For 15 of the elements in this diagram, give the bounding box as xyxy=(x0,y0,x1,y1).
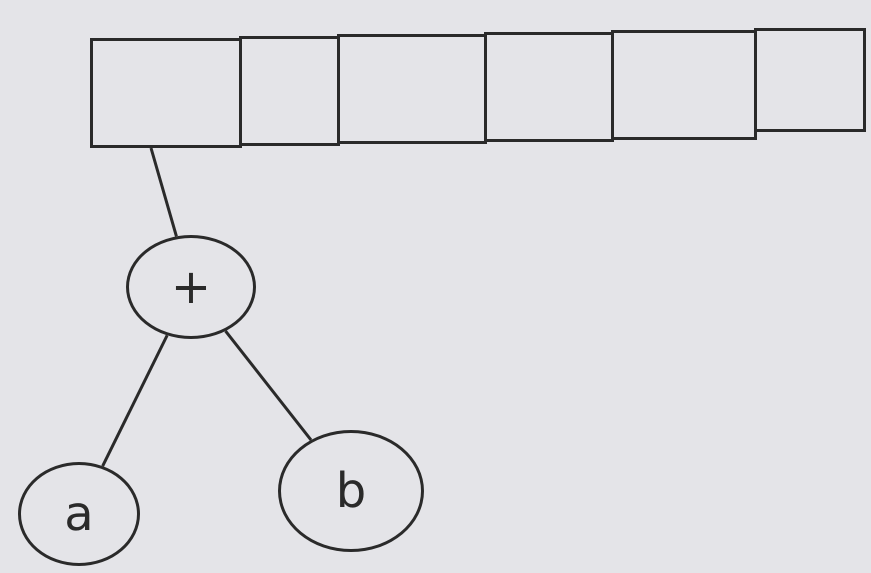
connector-line xyxy=(224,330,312,441)
tree-node-circle xyxy=(18,462,140,566)
node-label: + xyxy=(170,263,212,311)
array-cell xyxy=(754,28,866,132)
array-cell xyxy=(90,38,242,148)
connector-line xyxy=(101,334,168,467)
array-cell xyxy=(337,34,487,144)
array-cell xyxy=(611,30,757,140)
tree-node-circle xyxy=(278,430,424,552)
tree-node-circle xyxy=(126,235,256,339)
node-label: b xyxy=(336,467,366,515)
array-cell xyxy=(239,36,340,146)
array-cell xyxy=(484,32,614,142)
connector-line xyxy=(150,148,178,237)
node-label: a xyxy=(64,490,94,538)
